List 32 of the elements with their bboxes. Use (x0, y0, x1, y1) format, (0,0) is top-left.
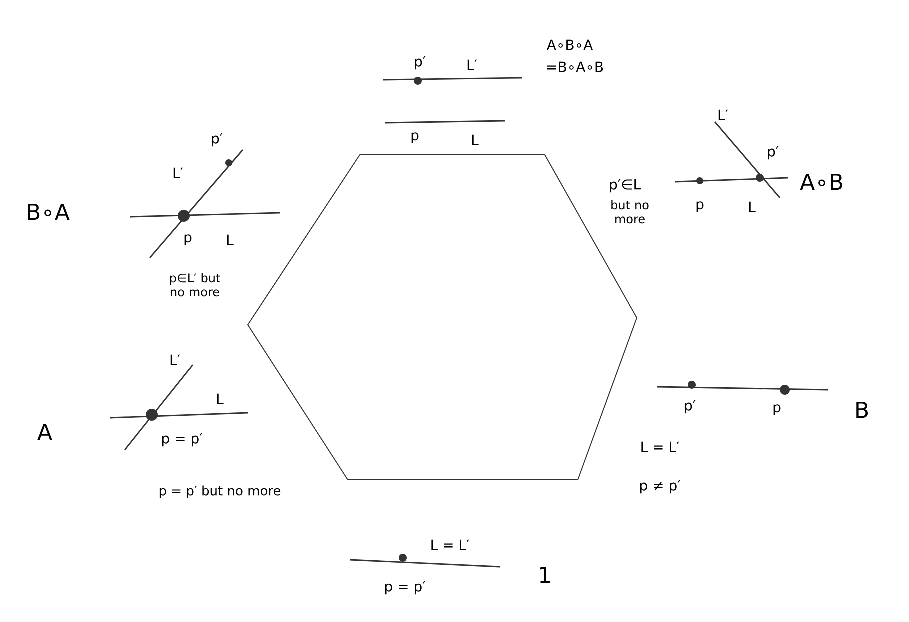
symbol-label: L′ (468, 60, 478, 70)
symbol-label: p′ (685, 400, 696, 414)
symbol-label: L (472, 134, 479, 146)
symbol-label: L (227, 234, 234, 246)
equation-label: =B∘A∘B (547, 62, 604, 72)
symbol-label: L (217, 394, 224, 404)
symbol-label: L′ (718, 110, 728, 120)
symbol-label: L (750, 202, 756, 212)
symbol-label: L′ (170, 354, 180, 366)
symbol-label: p (774, 404, 781, 416)
annotation-text: but no more (612, 200, 649, 224)
vertex-label: B (856, 402, 868, 418)
symbol-label: p ≠ p′ (640, 480, 680, 494)
symbol-label: L = L′ (642, 442, 680, 452)
annotation-text: p = p′ but no more (160, 486, 281, 498)
symbol-label: L = L′ (432, 540, 470, 550)
vertex-label: B∘A (28, 204, 70, 220)
symbol-label: p′ (768, 146, 779, 160)
symbol-label: p′∈L (610, 179, 641, 193)
vertex-label: 1 (540, 566, 550, 584)
symbol-label: p (184, 234, 192, 246)
annotation-text: p∈L′ but no more (170, 273, 220, 297)
symbol-label: p (412, 132, 419, 144)
vertex-label: A∘B (800, 174, 842, 190)
symbol-label: p (696, 202, 704, 212)
symbol-label: p = p′ (162, 433, 202, 447)
symbol-label: p′ (212, 133, 223, 147)
vertex-label: A (38, 424, 52, 440)
symbol-label: L′ (174, 168, 184, 178)
equation-label: A∘B∘A (546, 40, 594, 50)
symbol-label: p = p′ (385, 581, 426, 595)
symbol-label: p′ (415, 56, 426, 70)
